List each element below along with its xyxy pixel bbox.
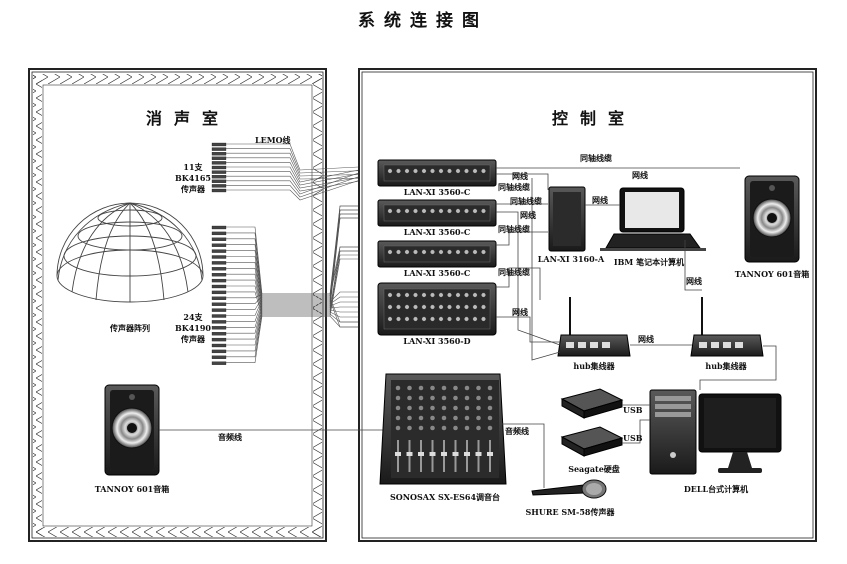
hub-1-label: hub集线器 xyxy=(573,361,615,371)
mic-bk4165-icon xyxy=(211,170,227,174)
hub-2-label: hub集线器 xyxy=(705,361,747,371)
tannoy-speaker-anechoic-label: TANNOY 601音箱 xyxy=(95,484,170,494)
lanxi-3160a-label: LAN-XI 3160-A xyxy=(538,254,605,264)
usb-label-1: USB xyxy=(623,405,643,415)
mic-bk4190-icon xyxy=(211,349,227,354)
mic-bk4190-icon xyxy=(211,267,227,271)
mic-bk4190-icon xyxy=(211,273,227,277)
hub-2-icon xyxy=(690,297,764,357)
mic-group-top-line-2: BK4165 xyxy=(175,173,211,183)
mic-bk4190-icon xyxy=(211,225,227,230)
dell-desktop-icon xyxy=(649,389,782,475)
mic-bk4165-icon xyxy=(211,184,227,188)
mic-bk4190-icon xyxy=(211,337,227,342)
mic-bk4190-icon xyxy=(211,332,227,336)
ibm-laptop-icon xyxy=(600,187,706,251)
dell-desktop-label: DELL台式计算机 xyxy=(684,484,748,494)
shure-microphone-label: SHURE SM-58传声器 xyxy=(526,507,616,517)
lanxi-3560c-frontend-3 xyxy=(377,240,497,268)
seagate-disk-2-icon xyxy=(560,426,624,457)
seagate-disk-1-icon xyxy=(560,388,624,419)
mic-bk4190-icon xyxy=(211,302,227,306)
network-label-4: 网线 xyxy=(592,195,608,205)
usb-label-2: USB xyxy=(623,433,643,443)
mic-bk4165-icon xyxy=(211,179,227,183)
mic-bk4190-icon xyxy=(211,361,227,365)
coax-label-1: 同轴线缆 xyxy=(498,182,530,192)
mic-bk4190-icon xyxy=(211,278,227,283)
ibm-laptop-label: IBM 笔记本计算机 xyxy=(614,257,684,267)
lemo-cable-bundle xyxy=(226,143,379,363)
mic-group-top-line-1: 11支 xyxy=(183,162,203,172)
frontend-4-label: LAN-XI 3560-D xyxy=(403,336,470,346)
mic-bk4190-icon xyxy=(211,237,227,241)
mic-bk4190-icon xyxy=(211,255,227,259)
mic-bk4190-icon xyxy=(211,261,227,265)
bk4165-microphones xyxy=(211,142,227,193)
lanxi-3560d-frontend xyxy=(377,282,497,336)
mic-bk4190-icon xyxy=(211,320,227,324)
network-label-7: 网线 xyxy=(686,276,702,286)
mic-bk4190-icon xyxy=(211,249,227,253)
mic-bk4165-icon xyxy=(211,175,227,179)
mic-bk4190-icon xyxy=(211,231,227,236)
mic-bk4165-icon xyxy=(211,165,227,170)
lanxi-3560c-frontend-1 xyxy=(377,159,497,187)
mic-bk4165-icon xyxy=(211,188,227,193)
mic-group-top-line-3: 传声器 xyxy=(180,184,206,194)
tannoy-speaker-control-icon xyxy=(744,175,800,263)
mic-bk4165-icon xyxy=(211,156,227,160)
shure-microphone-icon xyxy=(531,479,607,499)
mic-bk4190-icon xyxy=(211,343,227,348)
coax-label-4: 同轴线缆 xyxy=(498,267,530,277)
network-label-1: 网线 xyxy=(512,171,528,181)
tannoy-speaker-control-label: TANNOY 601音箱 xyxy=(735,269,810,279)
audio-cable-mic xyxy=(500,423,545,488)
control-room-label: 控制室 xyxy=(552,109,636,128)
frontend-2-label: LAN-XI 3560-C xyxy=(404,227,471,237)
frontend-3-label: LAN-XI 3560-C xyxy=(404,268,471,278)
seagate-disk-label: Seagate硬盘 xyxy=(568,464,620,474)
coax-label-3: 同轴线缆 xyxy=(498,224,530,234)
mic-bk4165-icon xyxy=(211,152,227,156)
coax-label-2: 同轴线缆 xyxy=(510,196,542,206)
mic-bk4190-icon xyxy=(211,326,227,330)
audio-cable-label: 音频线 xyxy=(218,432,242,442)
anechoic-room xyxy=(28,68,327,542)
tannoy-speaker-anechoic-icon xyxy=(104,384,160,476)
mic-bk4190-icon xyxy=(211,243,227,247)
mic-bk4190-icon xyxy=(211,290,227,295)
page-title: 系统连接图 xyxy=(358,10,488,31)
mic-group-bottom-line-2: BK4190 xyxy=(175,323,211,333)
mic-group-bottom-line-1: 24支 xyxy=(183,312,203,322)
mic-group-bottom-line-3: 传声器 xyxy=(180,334,206,344)
hub-1-icon xyxy=(557,297,631,357)
frontend-1-label: LAN-XI 3560-C xyxy=(404,187,471,197)
mic-bk4165-icon xyxy=(211,142,227,147)
lanxi-3560c-frontend-2 xyxy=(377,199,497,227)
coax-label-top: 同轴线缆 xyxy=(580,153,612,163)
mic-bk4165-icon xyxy=(211,161,227,165)
anechoic-room-label: 消声室 xyxy=(146,109,230,128)
control-room-wiring xyxy=(496,167,777,444)
network-label-6: 网线 xyxy=(632,170,648,180)
lemo-cable-label: LEMO线 xyxy=(255,135,291,145)
mic-bk4190-icon xyxy=(211,308,227,312)
microphone-array-label: 传声器阵列 xyxy=(109,323,150,333)
mixer-channel-strips xyxy=(395,385,493,472)
microphone-array-icon xyxy=(56,202,204,303)
mic-bk4190-icon xyxy=(211,314,227,318)
network-label-5: 网线 xyxy=(638,334,654,344)
network-label-3: 网线 xyxy=(512,307,528,317)
network-label-2: 网线 xyxy=(520,210,536,220)
audio-cable-mic-label: 音频线 xyxy=(505,426,529,436)
mic-bk4165-icon xyxy=(211,147,227,151)
bk4190-microphones xyxy=(211,225,227,365)
mic-bk4190-icon xyxy=(211,355,227,359)
lanxi-3160a-icon xyxy=(548,186,586,252)
mic-bk4190-icon xyxy=(211,296,227,300)
mixer-label: SONOSAX SX-ES64调音台 xyxy=(390,492,500,502)
mic-bk4190-icon xyxy=(211,284,227,289)
